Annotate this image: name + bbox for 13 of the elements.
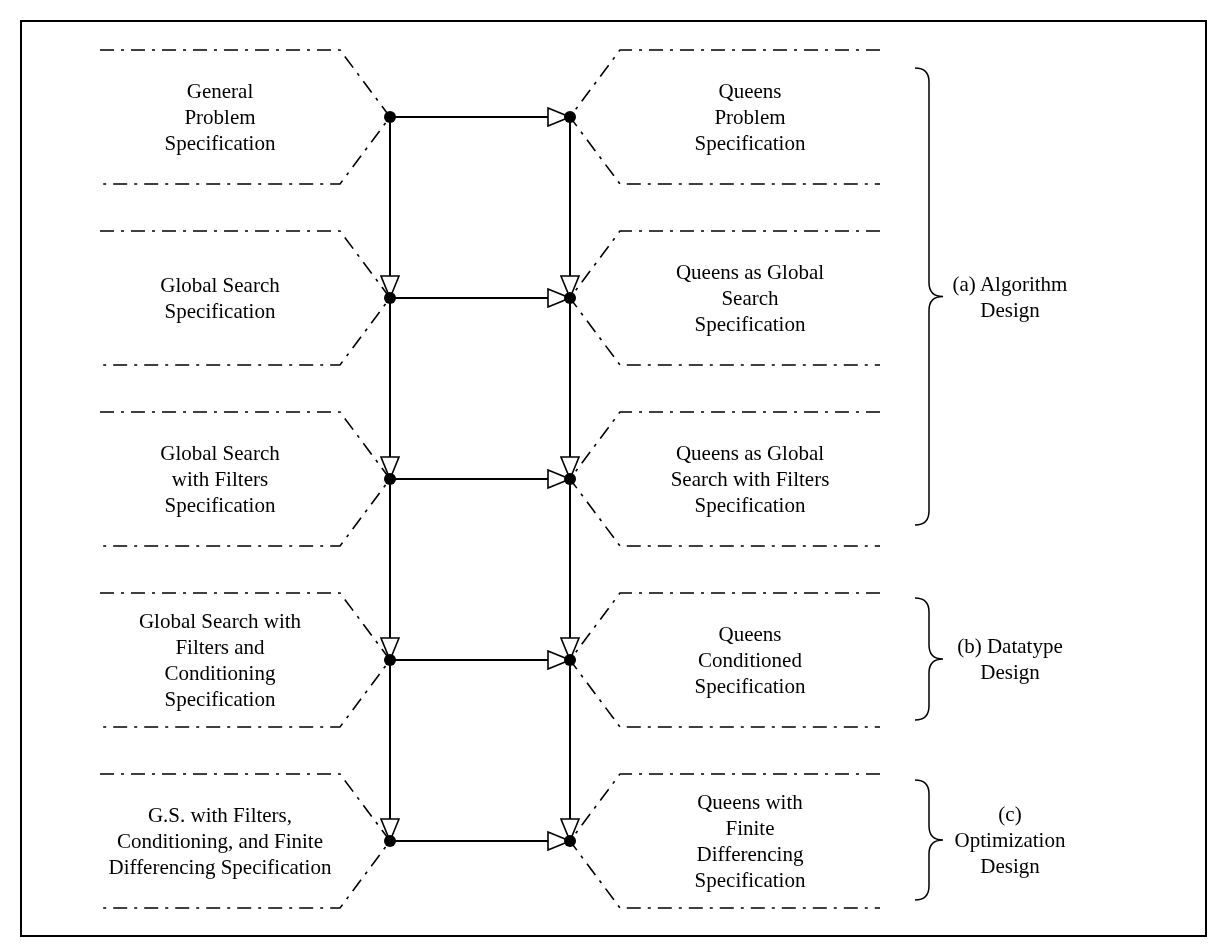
- group-label: (c) Optimization Design: [953, 801, 1067, 879]
- node-text: Queens Problem Specification: [693, 78, 807, 156]
- node-text: Global Search with Filters and Conditioning Specification: [137, 608, 303, 712]
- node-text: Queens as Global Search with Filters Specification: [669, 440, 831, 518]
- group-label: (a) Algorithm Design: [951, 270, 1069, 323]
- node-text: Queens as Global Search Specification: [674, 259, 826, 337]
- node-text: Queens with Finite Differencing Specification: [693, 789, 807, 893]
- node-text: Global Search Specification: [159, 272, 281, 324]
- node-text: Global Search with Filters Specification: [159, 440, 281, 518]
- node-text: General Problem Specification: [163, 78, 277, 156]
- node-text: G.S. with Filters, Conditioning, and Finite Differencing Specification: [107, 802, 333, 880]
- node-text: Queens Conditioned Specification: [693, 621, 807, 699]
- group-label: (b) Datatype Design: [956, 633, 1064, 685]
